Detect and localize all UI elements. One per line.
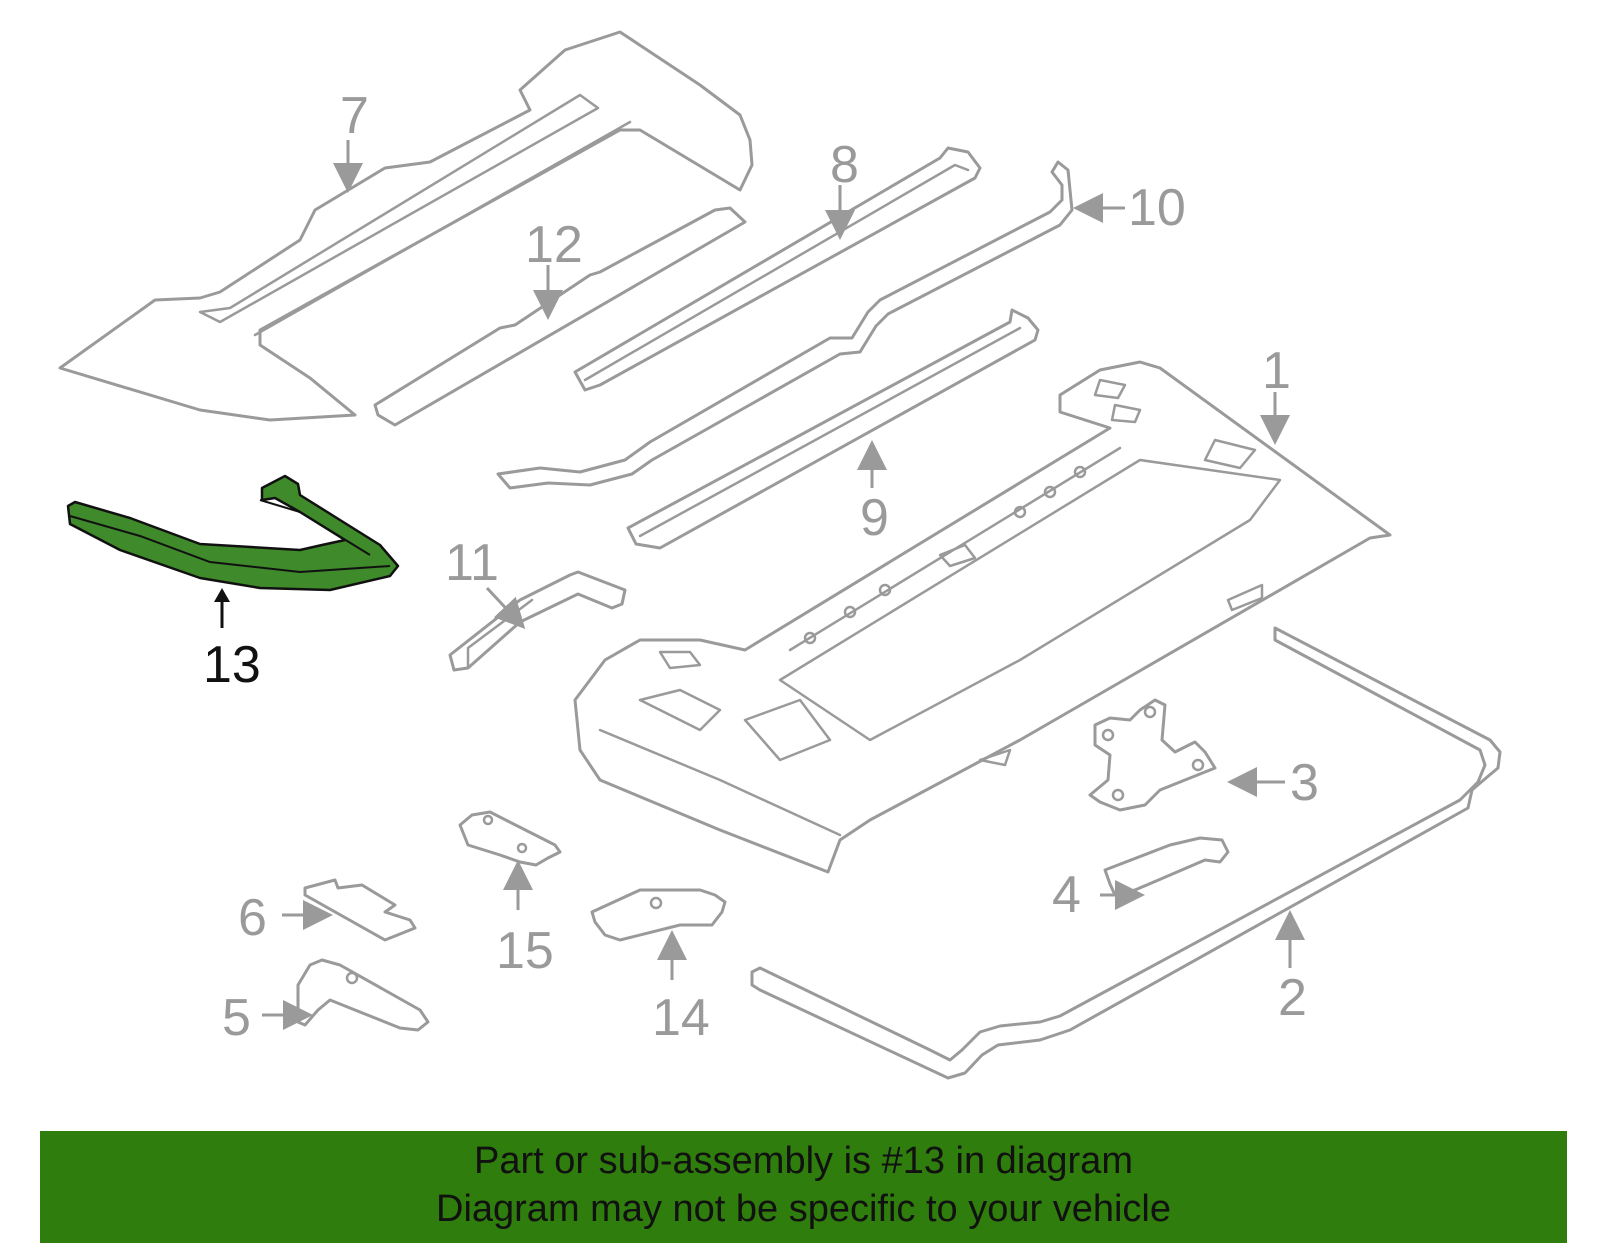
- callout-10: 10: [1128, 179, 1186, 237]
- callout-8: 8: [830, 136, 859, 194]
- part-10-wire[interactable]: [496, 160, 1074, 490]
- callout-9: 9: [860, 489, 889, 547]
- part-14-bracket[interactable]: [590, 888, 727, 942]
- part-2-perimeter-seal[interactable]: [750, 626, 1502, 1080]
- callout-14: 14: [652, 989, 710, 1047]
- callout-11: 11: [445, 534, 499, 592]
- banner-line-2: Diagram may not be specific to your vehi…: [436, 1188, 1171, 1230]
- part-8-seal[interactable]: [573, 146, 982, 392]
- part-4-strip[interactable]: [1103, 836, 1230, 897]
- callout-2: 2: [1278, 969, 1307, 1027]
- part-5-bracket[interactable]: [296, 958, 430, 1032]
- part-1-roof-frame[interactable]: [573, 360, 1392, 874]
- callout-4: 4: [1052, 866, 1081, 924]
- part-3-hinge-bracket[interactable]: [1088, 698, 1217, 812]
- callout-3: 3: [1290, 754, 1319, 812]
- callout-1: 1: [1262, 342, 1291, 400]
- part-9-seal[interactable]: [626, 308, 1040, 550]
- callout-leaders: [214, 140, 1305, 1030]
- callout-6: 6: [238, 889, 267, 947]
- part-7-headliner-panel[interactable]: [58, 30, 754, 422]
- info-banner: Part or sub-assembly is #13 in diagram D…: [40, 1131, 1567, 1243]
- callout-13: 13: [203, 636, 261, 694]
- callout-5: 5: [222, 989, 251, 1047]
- part-13-trim-highlighted[interactable]: [66, 474, 400, 592]
- callout-7: 7: [340, 87, 369, 145]
- part-15-bracket[interactable]: [458, 810, 562, 867]
- callout-12: 12: [525, 216, 583, 274]
- part-6-plate[interactable]: [303, 878, 417, 942]
- callout-15: 15: [496, 922, 554, 980]
- banner-line-1: Part or sub-assembly is #13 in diagram: [474, 1140, 1133, 1182]
- callout-numbers: 7 12 8 10 1 9 11 13 3 4 2 6 5 15 14: [203, 87, 1319, 1047]
